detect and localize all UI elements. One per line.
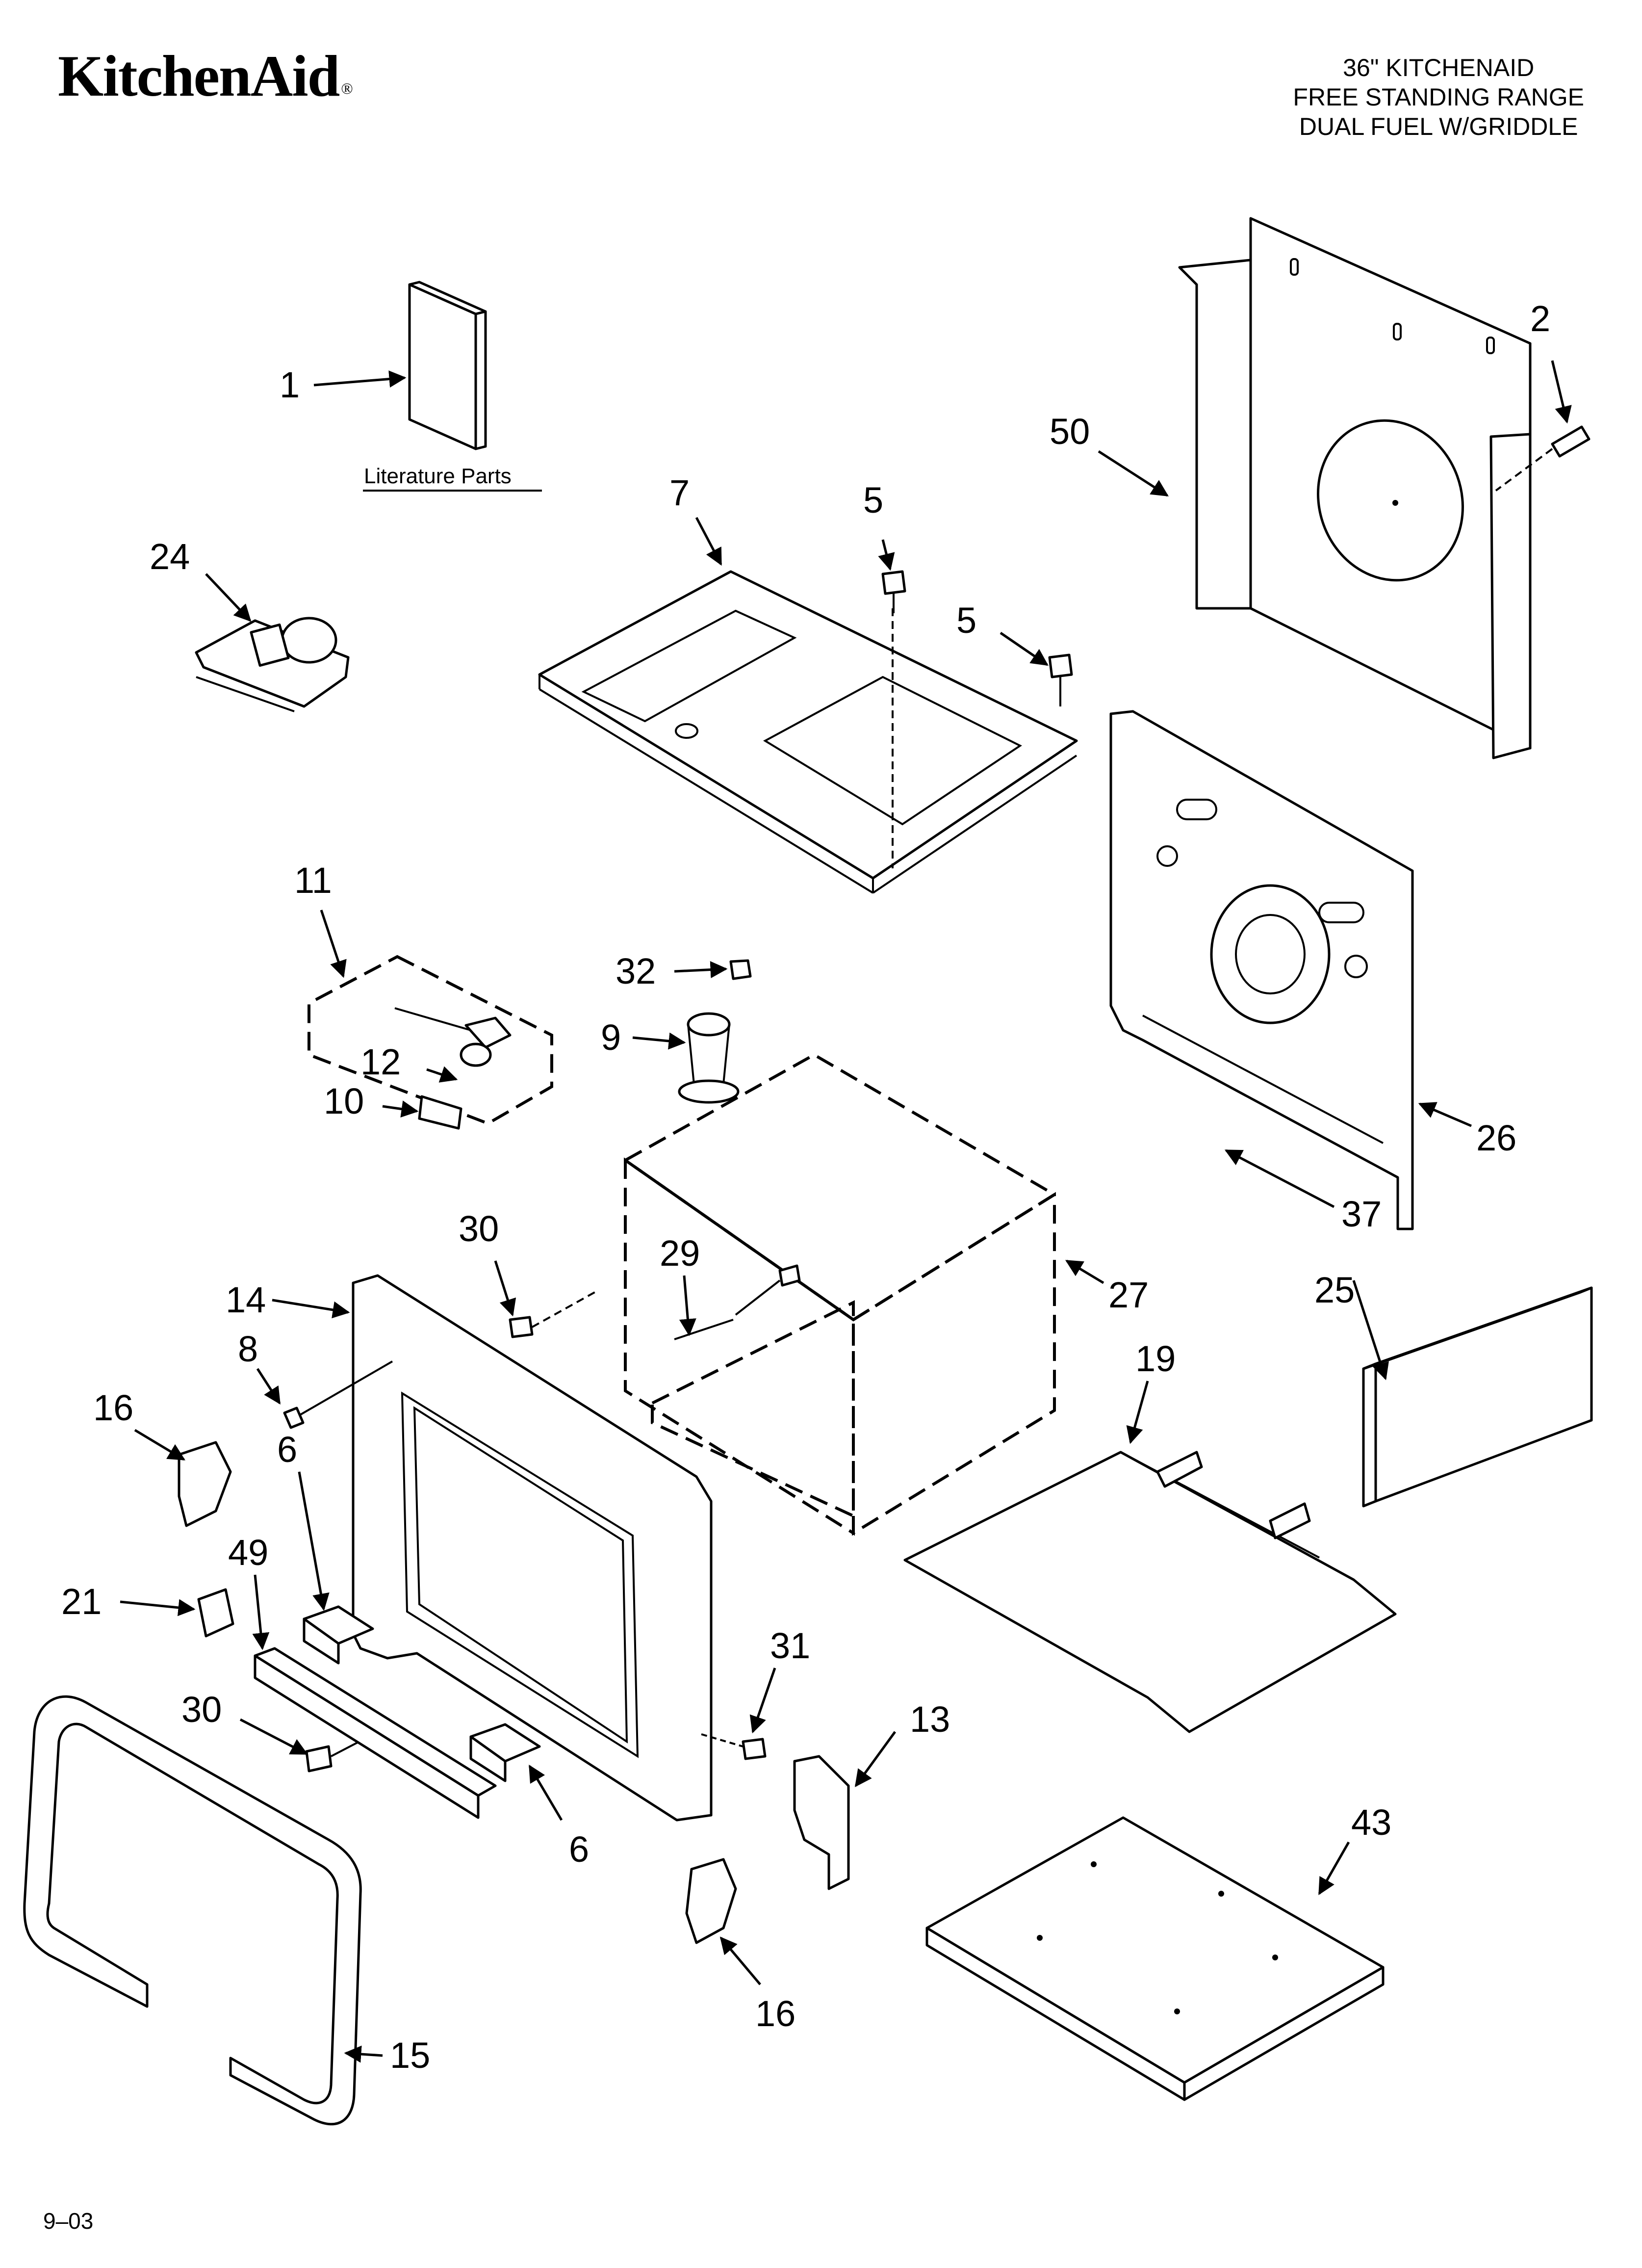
callout-31: 31 [770,1625,810,1666]
part-27-oven-cavity [622,1053,1057,1536]
callout-1: 1 [280,365,300,405]
part-13-bracket [793,1755,850,1890]
title-line-2: FREE STANDING RANGE [1293,83,1584,111]
callout-21: 21 [61,1581,102,1622]
callout-6b: 6 [569,1829,589,1870]
part-1-literature [408,281,487,450]
callout-9: 9 [601,1017,621,1058]
part-29-sensor [674,1264,801,1340]
callout-6a: 6 [277,1429,297,1470]
part-24-control [195,617,350,712]
part-2-screw [1495,425,1591,492]
part-16-bracket-a [178,1441,232,1527]
part-16-bracket-b [685,1858,737,1944]
part-30-screw-a [509,1289,599,1338]
callout-43: 43 [1351,1802,1391,1843]
part-14-front-frame [352,1274,713,1822]
callout-37: 37 [1341,1194,1382,1234]
callout-27: 27 [1108,1275,1149,1315]
callout-13: 13 [910,1699,950,1740]
part-43-bottom-tray [925,1816,1385,2101]
callout-32: 32 [616,951,656,991]
part-15-door-gasket [23,1695,362,2126]
callout-7: 7 [669,472,690,513]
part-25-side-panel [1362,1286,1593,1508]
part-6-block-b [469,1723,541,1782]
part-5-screw-a [881,570,906,613]
part-26-bracket-panel [1109,710,1414,1230]
callout-49: 49 [228,1532,268,1573]
part-49-insulation-strip [254,1647,497,1819]
callout-26: 26 [1476,1118,1516,1158]
callout-30a: 30 [459,1208,499,1249]
part-32-screw [729,959,752,980]
callout-16a: 16 [93,1387,133,1428]
callout-16b: 16 [755,1993,795,2034]
callout-29: 29 [660,1233,700,1274]
callout-12: 12 [360,1042,401,1082]
part-21-clip [197,1588,234,1638]
part-8-pin [283,1360,393,1429]
registered-mark: ® [341,79,353,97]
part-11-light-assembly-group [308,955,553,1130]
diagram-title: 36" KITCHENAID FREE STANDING RANGE DUAL … [1293,53,1584,141]
part-6-block-a [303,1605,374,1665]
brand-name: KitchenAid [58,43,340,108]
part-7-top-frame [538,570,1078,894]
callout-10: 10 [324,1081,364,1121]
callout-50: 50 [1050,411,1090,452]
part-5-screw-b [1048,653,1073,706]
part-9-vent-tube [678,1012,740,1104]
callout-2: 2 [1530,298,1550,339]
callout-24: 24 [150,536,190,577]
callout-11: 11 [294,860,332,901]
title-line-3: DUAL FUEL W/GRIDDLE [1299,113,1578,140]
brand-logo: KitchenAid® [58,47,353,105]
title-line-1: 36" KITCHENAID [1343,54,1535,81]
callout-15: 15 [390,2035,430,2076]
date-code: 9–03 [43,2208,94,2234]
callout-5a: 5 [863,480,883,521]
callout-30b: 30 [181,1689,222,1730]
callout-5b: 5 [956,600,976,641]
part-50-rear-panel [1178,217,1532,759]
callout-14: 14 [226,1279,266,1320]
part-31-screw [701,1733,767,1760]
part-19-baffle [903,1451,1397,1733]
callout-19: 19 [1135,1338,1176,1379]
callout-25: 25 [1314,1270,1355,1310]
literature-caption: Literature Parts [364,464,512,488]
callout-8: 8 [238,1329,258,1369]
